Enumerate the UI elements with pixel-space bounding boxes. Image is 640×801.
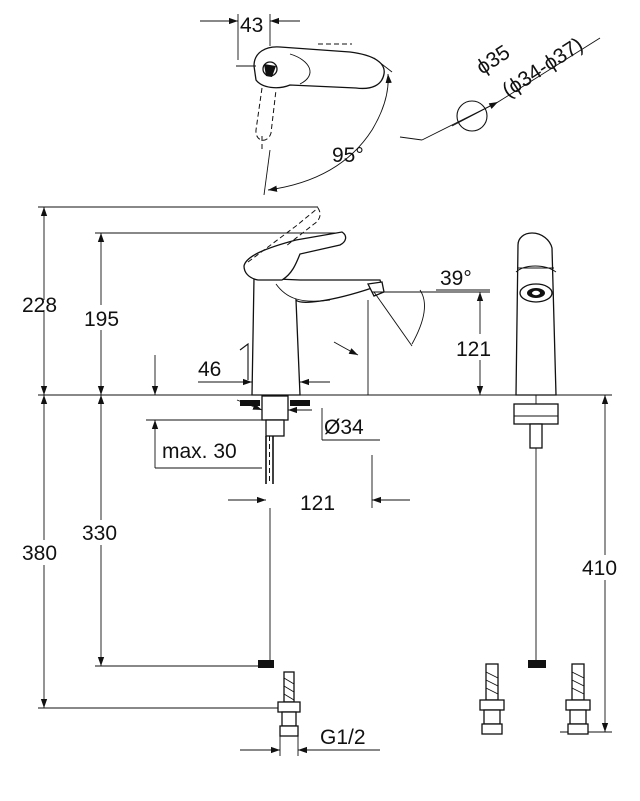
hole-diameter-label: ϕ35 — [472, 41, 514, 79]
hole-range-label: (ϕ34-ϕ37) — [498, 33, 587, 102]
side-view: 410 — [479, 232, 617, 735]
shank-diameter-label: Ø34 — [324, 416, 364, 439]
mounting-hole — [456, 100, 488, 132]
height-spout-label: 121 — [456, 338, 491, 361]
lever-raised-outline — [247, 207, 321, 263]
front-view: 228 195 39° 121 46 — [22, 206, 500, 756]
depth-330-label: 330 — [82, 522, 117, 545]
reach-label: 121 — [300, 492, 335, 515]
lever-rotated-outline — [255, 87, 277, 141]
top-width-label: 43 — [240, 14, 263, 37]
height-total-label: 228 — [22, 294, 57, 317]
faucet-body — [251, 277, 383, 396]
hose-connector-front — [277, 671, 301, 737]
rotation-angle-label: 95° — [332, 144, 364, 167]
faucet-side-body — [515, 232, 557, 396]
height-handle-label: 195 — [84, 308, 119, 331]
rod-offset-label: 46 — [198, 358, 221, 381]
thread-label: G1/2 — [320, 726, 366, 749]
faucet-lever — [243, 231, 347, 281]
depth-380-label: 380 — [22, 542, 57, 565]
hose-length-label: 410 — [582, 557, 617, 580]
popup-rod — [239, 342, 249, 380]
hose-connector-side-right — [565, 663, 591, 735]
top-view: 43 95° — [200, 14, 393, 196]
shank — [261, 395, 289, 421]
hole-detail: ϕ35 (ϕ34-ϕ37) — [399, 33, 601, 141]
hose-connector-side-left — [479, 663, 505, 735]
spout-angle-label: 39° — [440, 267, 472, 290]
counter-max-label: max. 30 — [162, 440, 237, 463]
